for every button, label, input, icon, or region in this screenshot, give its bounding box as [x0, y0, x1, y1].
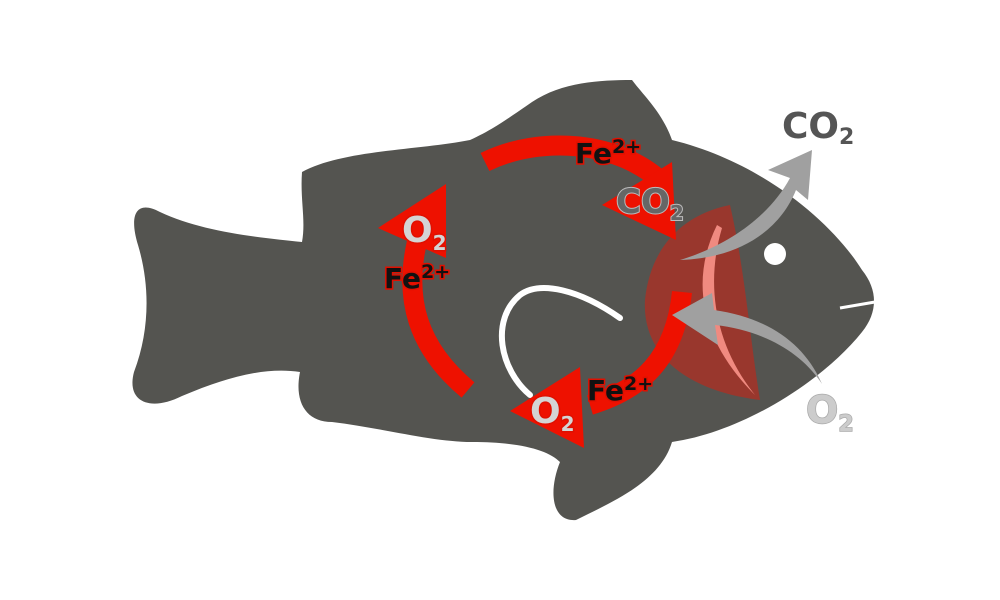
fish-eye	[764, 243, 786, 265]
arrowhead-bottom	[510, 367, 584, 448]
label-o2-bottom: O2	[530, 391, 575, 436]
label-fe-bottom: Fe2+	[587, 373, 653, 407]
arrowhead-left	[378, 184, 446, 258]
blood-arrow-top	[480, 135, 673, 193]
gill-cover-line	[498, 285, 623, 398]
label-o2-in: O2	[806, 388, 854, 437]
label-co2-gill: CO2	[616, 182, 684, 225]
mouth-line	[839, 300, 876, 310]
label-fe-left: Fe2+	[384, 261, 450, 295]
water-in-arrow	[672, 293, 822, 384]
fish-silhouette	[132, 80, 875, 521]
arrowhead-top	[602, 162, 676, 240]
label-co2-out: CO2	[782, 106, 854, 150]
label-fe-top: Fe2+	[575, 136, 641, 170]
water-out-arrow	[680, 150, 812, 260]
label-o2-left: O2	[402, 210, 447, 255]
blood-arrow-left	[402, 227, 475, 398]
